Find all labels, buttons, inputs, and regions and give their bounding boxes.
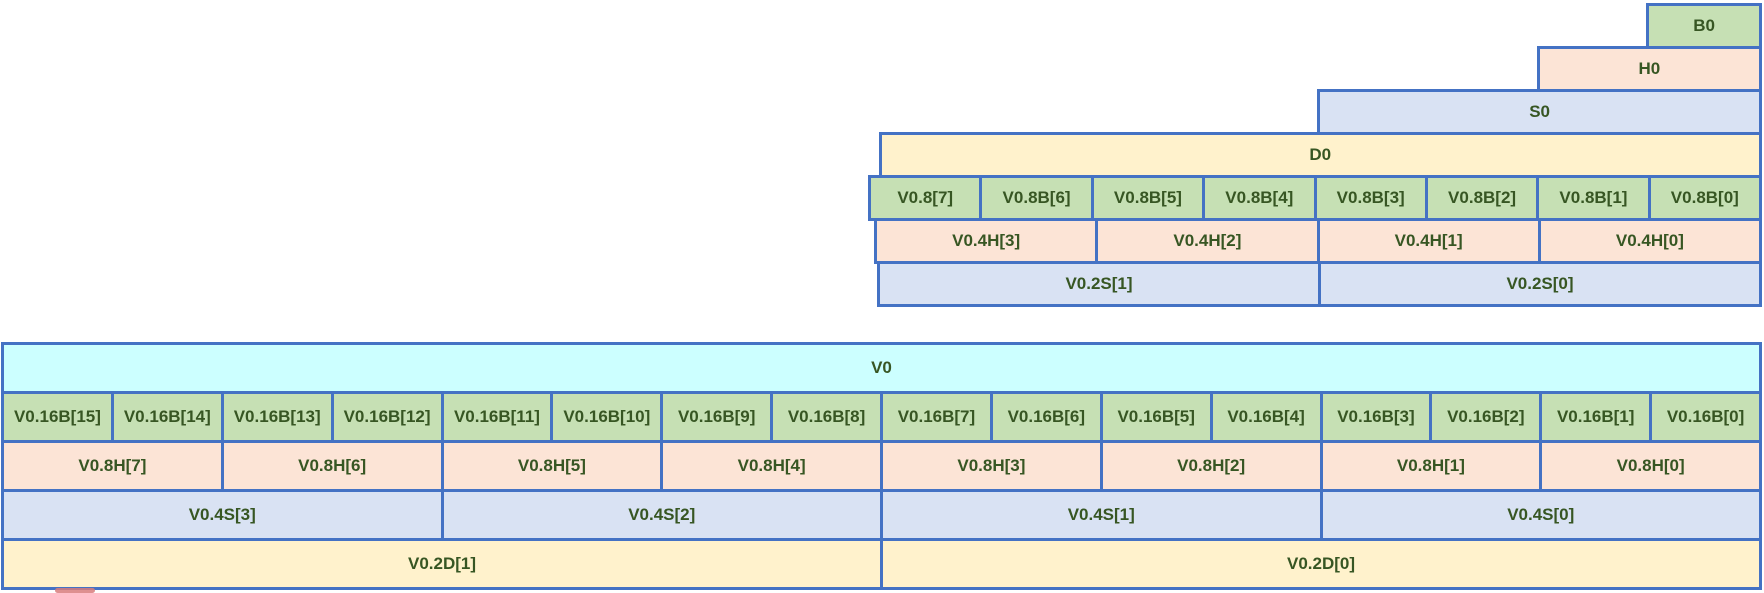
row-scalar-b0: B0 bbox=[1, 3, 1762, 49]
spacer bbox=[1, 218, 874, 264]
v128-byte-15: V0.16B[15] bbox=[1, 391, 114, 443]
v64-byte-4: V0.8B[4] bbox=[1202, 175, 1317, 221]
v128-byte-8: V0.16B[8] bbox=[770, 391, 883, 443]
v128-half-0: V0.8H[0] bbox=[1539, 440, 1762, 492]
v128-word-2: V0.4S[2] bbox=[440, 489, 883, 541]
spacer bbox=[1, 3, 1646, 49]
v128-half-6: V0.8H[6] bbox=[220, 440, 444, 492]
v128-half-3: V0.8H[3] bbox=[880, 440, 1103, 492]
spacer bbox=[1, 261, 877, 307]
row-scalar-h0: H0 bbox=[1, 46, 1762, 92]
v128-word-3: V0.4S[3] bbox=[1, 489, 444, 541]
v128-double-1: V0.2D[1] bbox=[1, 538, 883, 590]
row-v128-doublewords: V0.2D[1] V0.2D[0] bbox=[1, 538, 1762, 590]
v64-byte-3: V0.8B[3] bbox=[1313, 175, 1428, 221]
v128-byte-6: V0.16B[6] bbox=[989, 391, 1103, 443]
cell-v0: V0 bbox=[1, 342, 1762, 394]
v128-half-4: V0.8H[4] bbox=[660, 440, 883, 492]
v128-byte-11: V0.16B[11] bbox=[440, 391, 554, 443]
v64-half-2: V0.4H[2] bbox=[1095, 218, 1320, 264]
v64-word-0: V0.2S[0] bbox=[1318, 261, 1762, 307]
v128-word-1: V0.4S[1] bbox=[880, 489, 1323, 541]
v128-byte-7: V0.16B[7] bbox=[880, 391, 993, 443]
v64-half-3: V0.4H[3] bbox=[874, 218, 1099, 264]
row-v64-halfwords: V0.4H[3] V0.4H[2] V0.4H[1] V0.4H[0] bbox=[1, 218, 1762, 264]
spacer bbox=[1, 89, 1317, 135]
v64-half-1: V0.4H[1] bbox=[1316, 218, 1541, 264]
row-v128-words: V0.4S[3] V0.4S[2] V0.4S[1] V0.4S[0] bbox=[1, 489, 1762, 541]
v128-byte-1: V0.16B[1] bbox=[1539, 391, 1653, 443]
v128-word-0: V0.4S[0] bbox=[1319, 489, 1762, 541]
v64-byte-5: V0.8B[5] bbox=[1090, 175, 1206, 221]
v64-byte-0: V0.8B[0] bbox=[1647, 175, 1762, 221]
v128-byte-4: V0.16B[4] bbox=[1209, 391, 1323, 443]
row-v128-halfwords: V0.8H[7] V0.8H[6] V0.8H[5] V0.8H[4] V0.8… bbox=[1, 440, 1762, 492]
v128-byte-5: V0.16B[5] bbox=[1099, 391, 1213, 443]
stray-red-mark bbox=[55, 588, 95, 593]
spacer bbox=[1, 46, 1537, 92]
v64-half-0: V0.4H[0] bbox=[1537, 218, 1762, 264]
v128-byte-9: V0.16B[9] bbox=[660, 391, 774, 443]
v128-byte-14: V0.16B[14] bbox=[110, 391, 224, 443]
v128-byte-12: V0.16B[12] bbox=[330, 391, 444, 443]
v128-byte-0: V0.16B[0] bbox=[1649, 391, 1762, 443]
cell-s0: S0 bbox=[1317, 89, 1762, 135]
row-scalar-d0: D0 bbox=[1, 132, 1762, 178]
v128-half-1: V0.8H[1] bbox=[1319, 440, 1543, 492]
spacer bbox=[1, 175, 868, 221]
v128-half-5: V0.8H[5] bbox=[440, 440, 664, 492]
spacer bbox=[1, 132, 879, 178]
v128-half-2: V0.8H[2] bbox=[1099, 440, 1323, 492]
v64-byte-1: V0.8B[1] bbox=[1536, 175, 1651, 221]
cell-h0: H0 bbox=[1536, 46, 1762, 92]
v64-byte-6: V0.8B[6] bbox=[979, 175, 1094, 221]
v128-byte-3: V0.16B[3] bbox=[1319, 391, 1433, 443]
row-scalar-s0: S0 bbox=[1, 89, 1762, 135]
cell-b0: B0 bbox=[1646, 3, 1762, 49]
v64-word-1: V0.2S[1] bbox=[877, 261, 1321, 307]
v128-byte-10: V0.16B[10] bbox=[550, 391, 664, 443]
v64-byte-7: V0.8[7] bbox=[868, 175, 983, 221]
v128-byte-2: V0.16B[2] bbox=[1429, 391, 1543, 443]
row-v64-words: V0.2S[1] V0.2S[0] bbox=[1, 261, 1762, 307]
v64-byte-2: V0.8B[2] bbox=[1424, 175, 1540, 221]
row-v0-full: V0 bbox=[1, 342, 1762, 394]
row-v64-bytes: V0.8[7] V0.8B[6] V0.8B[5] V0.8B[4] V0.8B… bbox=[1, 175, 1762, 221]
row-v128-bytes: V0.16B[15] V0.16B[14] V0.16B[13] V0.16B[… bbox=[1, 391, 1762, 443]
v128-half-7: V0.8H[7] bbox=[1, 440, 224, 492]
cell-d0: D0 bbox=[878, 132, 1762, 178]
v128-double-0: V0.2D[0] bbox=[880, 538, 1762, 590]
v128-byte-13: V0.16B[13] bbox=[220, 391, 334, 443]
